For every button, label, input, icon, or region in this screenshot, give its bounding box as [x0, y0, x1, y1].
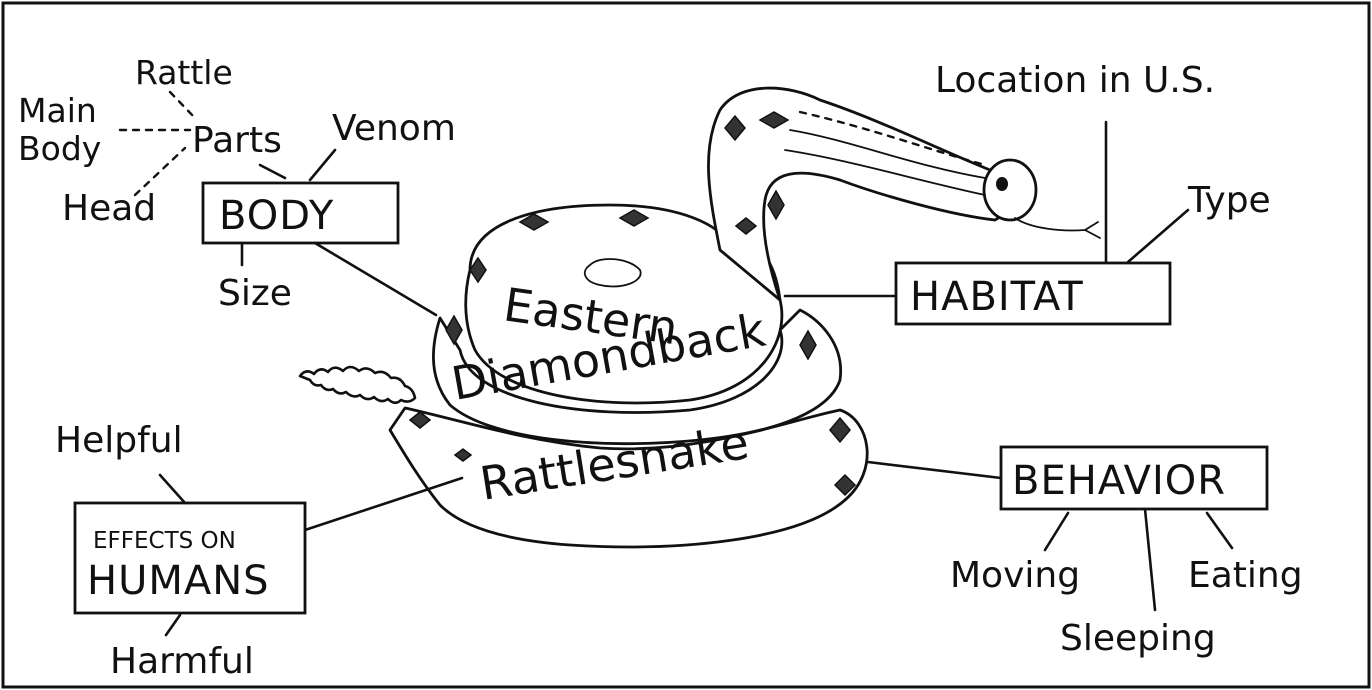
effects-helpful-label: Helpful: [55, 420, 183, 461]
snake-tongue: [1015, 218, 1100, 238]
body-box-label: BODY: [219, 193, 334, 239]
body-head-label: Head: [62, 188, 156, 229]
body-rattle-label: Rattle: [135, 53, 233, 92]
snake-rattle: [300, 367, 415, 403]
body-main-label-1: Main: [18, 91, 97, 130]
habitat-location-label: Location in U.S.: [935, 60, 1215, 101]
body-size-label: Size: [218, 273, 292, 314]
behavior-moving-label: Moving: [950, 555, 1080, 596]
body-venom-label: Venom: [332, 108, 456, 149]
behavior-eating-label: Eating: [1188, 555, 1303, 596]
body-parts-label: Parts: [192, 120, 282, 161]
habitat-box-label: HABITAT: [910, 274, 1084, 320]
snake-head: [984, 160, 1036, 220]
behavior-sleeping-label: Sleeping: [1060, 618, 1216, 659]
habitat-type-label: Type: [1187, 180, 1271, 221]
effects-box-label-1: EFFECTS ON: [93, 528, 236, 554]
behavior-box-label: BEHAVIOR: [1012, 458, 1226, 504]
effects-box-label-2: HUMANS: [87, 558, 270, 604]
body-branch: BODY Parts Rattle Main Body Head Venom S…: [18, 53, 456, 315]
behavior-branch: BEHAVIOR Moving Sleeping Eating: [868, 447, 1303, 659]
effects-branch: EFFECTS ON HUMANS Helpful Harmful: [55, 420, 462, 682]
snake-eye-icon: [996, 177, 1008, 191]
body-main-label-2: Body: [18, 129, 101, 168]
effects-harmful-label: Harmful: [110, 641, 254, 682]
